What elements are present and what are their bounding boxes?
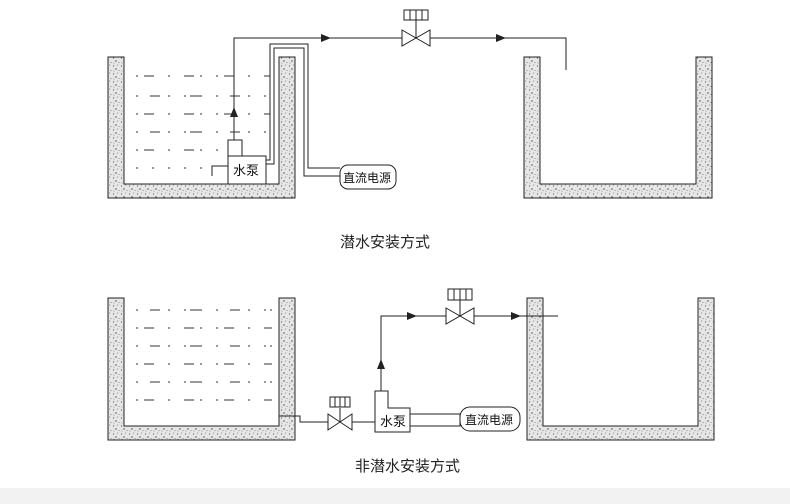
target-tank (523, 56, 713, 199)
discharge-pipe (230, 34, 567, 140)
target-tank (526, 297, 715, 441)
inlet-valve-icon (327, 396, 353, 431)
diagram-submerged: 水泵 直流电源 潜水安装方式 (107, 9, 713, 251)
surface-pump: 水泵 (374, 390, 461, 433)
water-level-marks (136, 75, 270, 169)
diagram-non-submerged: 水泵 直流电源 非潜水安装方式 (107, 288, 715, 475)
footer-band (0, 488, 790, 504)
submerged-pump: 水泵 (211, 139, 267, 185)
discharge-pipe (377, 312, 558, 391)
caption-non-submerged: 非潜水安装方式 (355, 457, 460, 475)
water-level-marks (136, 309, 272, 401)
valve-icon (401, 9, 431, 47)
source-tank (107, 297, 296, 441)
power-label: 直流电源 (465, 413, 513, 427)
suction-pipe (279, 415, 375, 423)
source-tank (107, 56, 296, 199)
outlet-valve-icon (445, 288, 475, 325)
power-label: 直流电源 (343, 171, 391, 185)
pump-label: 水泵 (233, 164, 259, 179)
caption-submerged: 潜水安装方式 (340, 233, 430, 251)
pump-label: 水泵 (380, 415, 406, 430)
dc-power-supply: 直流电源 (339, 164, 397, 190)
dc-power-supply: 直流电源 (459, 406, 521, 432)
power-cable (266, 43, 340, 177)
